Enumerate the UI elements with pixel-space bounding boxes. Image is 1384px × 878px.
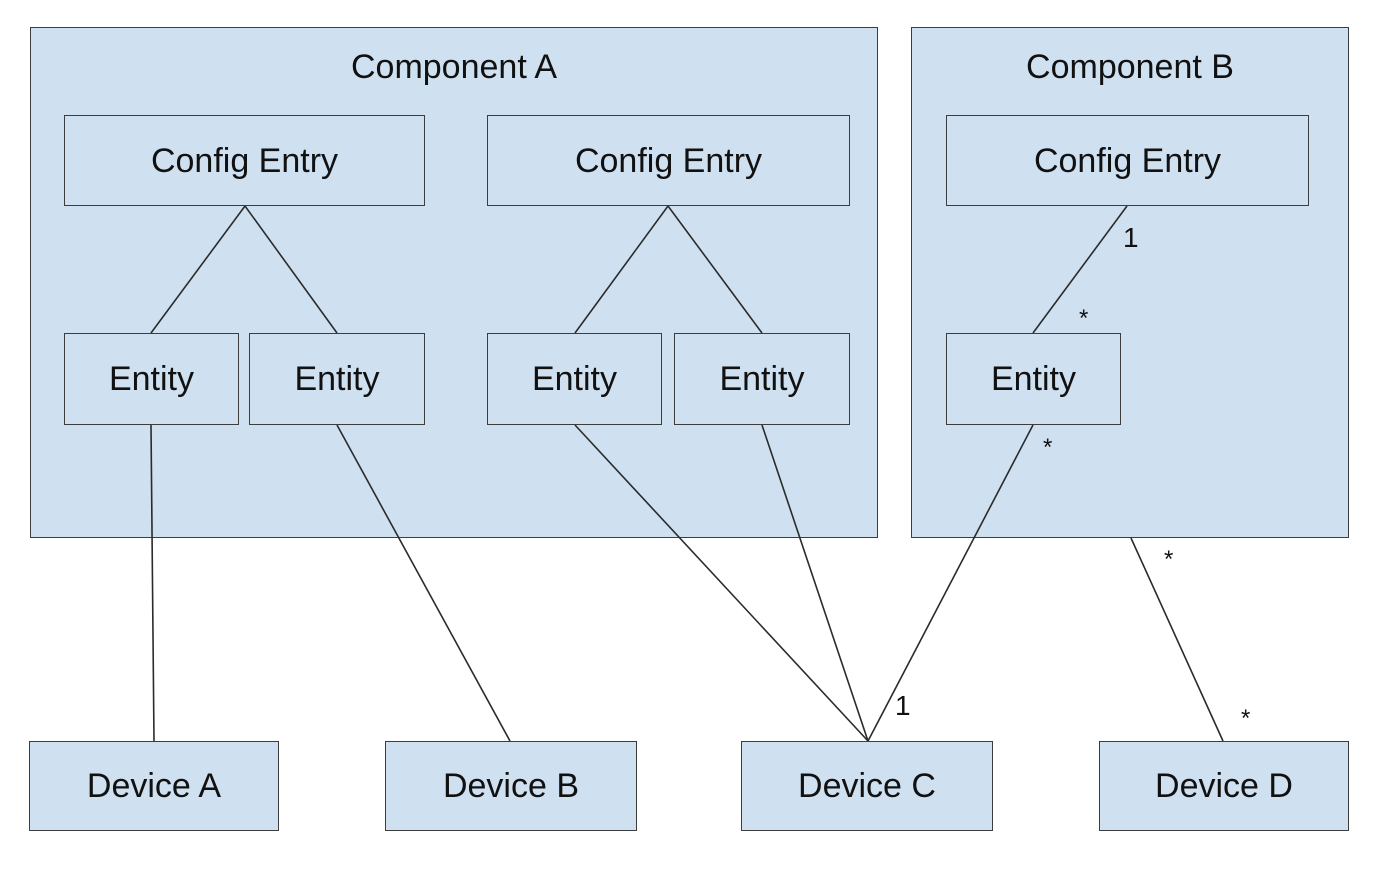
config-entry-a1-label: Config Entry: [150, 141, 339, 180]
connector-config-b-entity: [1032, 205, 1128, 334]
component-a-title: Component A: [350, 48, 558, 86]
multiplicity-device-c-end: 1: [895, 690, 911, 721]
entity-a4: Entity: [674, 333, 850, 425]
entity-a4-label: Entity: [719, 360, 805, 398]
entity-b: Entity: [946, 333, 1121, 425]
connector-entity-device-a: [150, 424, 155, 742]
device-b-label: Device B: [442, 767, 580, 805]
multiplicity-device-d-end: *: [1241, 705, 1251, 732]
entity-a2: Entity: [249, 333, 425, 425]
entity-a3-label: Entity: [531, 360, 618, 398]
device-c-label: Device C: [798, 767, 936, 805]
device-a: Device A: [29, 741, 279, 831]
config-entry-a2: Config Entry: [487, 115, 850, 206]
device-a-label: Device A: [86, 767, 222, 805]
entity-a3: Entity: [487, 333, 662, 425]
device-d-label: Device D: [1155, 767, 1293, 805]
connector-component-b-device-d: [1130, 537, 1224, 742]
connector-config-a2-entity-1: [574, 205, 669, 334]
connector-config-a1-entity-1: [150, 205, 246, 334]
connector-config-a1-entity-2: [244, 205, 338, 334]
entity-a1-label: Entity: [108, 360, 195, 398]
connector-entity-a3-device-c: [574, 424, 869, 742]
connector-entity-b-device-c: [867, 424, 1034, 742]
component-b: Component B: [911, 27, 1349, 538]
config-entry-a2-label: Config Entry: [574, 141, 763, 180]
config-entry-b: Config Entry: [946, 115, 1309, 206]
component-b-title: Component B: [1026, 48, 1234, 86]
entity-a2-label: Entity: [294, 360, 380, 398]
device-c: Device C: [741, 741, 993, 831]
entity-a1: Entity: [64, 333, 239, 425]
multiplicity-component-b-end: *: [1164, 546, 1174, 573]
connector-config-a2-entity-2: [667, 205, 763, 334]
device-d: Device D: [1099, 741, 1349, 831]
multiplicity-entity-end-top: *: [1079, 305, 1089, 332]
connector-entity-a4-device-c: [761, 424, 869, 742]
connector-entity-device-b: [336, 424, 511, 742]
entity-b-label: Entity: [990, 360, 1077, 398]
multiplicity-entity-end-bottom: *: [1043, 434, 1053, 461]
config-entry-a1: Config Entry: [64, 115, 425, 206]
multiplicity-config-end: 1: [1123, 222, 1139, 253]
component-a: Component A: [30, 27, 878, 538]
config-entry-b-label: Config Entry: [1033, 141, 1222, 180]
device-b: Device B: [385, 741, 637, 831]
